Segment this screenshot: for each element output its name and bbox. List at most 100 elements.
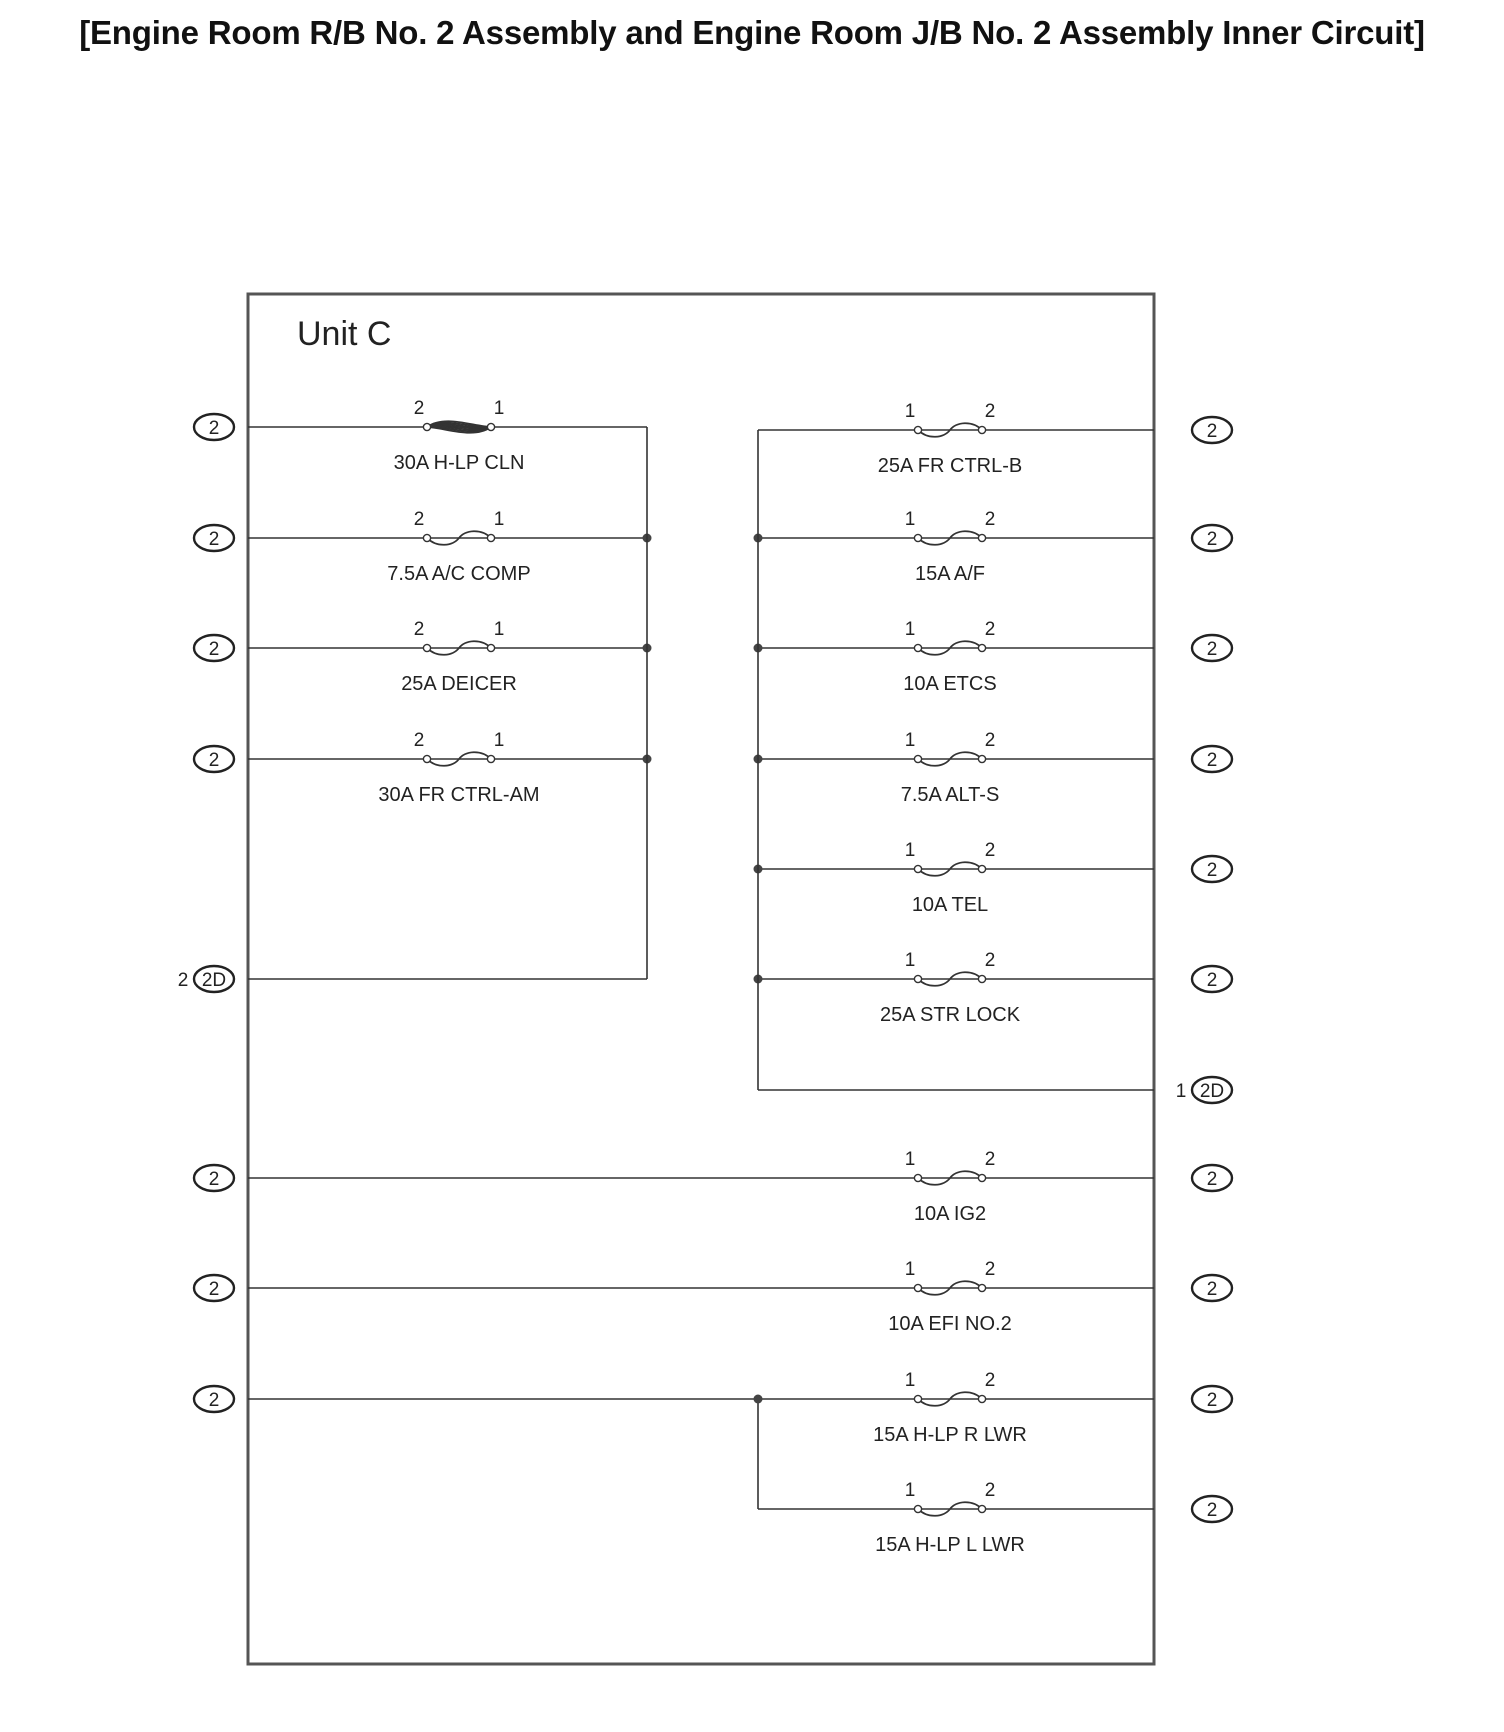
fuse-pin-label: 1 [905,619,916,640]
fuse-pin-label: 1 [905,1480,916,1501]
connector-code: 2 [1207,639,1218,660]
fuse-terminal [486,754,496,764]
connector-pin: 1 [1176,1081,1187,1102]
connector: 2 [1190,523,1234,553]
fuse-pin-label: 1 [905,730,916,751]
fuse-pin-label: 2 [414,619,425,640]
fuse-terminal [913,533,923,543]
fuse-terminal [977,533,987,543]
connector: 2 [1190,854,1234,884]
fuse-label: 10A TEL [912,894,988,916]
connector-oval [1190,854,1234,884]
fuse-terminal [913,754,923,764]
fuse-element [426,426,492,434]
page-title: [Engine Room R/B No. 2 Assembly and Engi… [79,14,1425,51]
fuse-label: 15A H-LP L LWR [875,1534,1025,1556]
fuse-pin-label: 1 [905,1259,916,1280]
fuse-pin-label: 2 [414,730,425,751]
fuse-pin-label: 2 [985,401,996,422]
fuse-pin-label: 1 [905,509,916,530]
fuse-terminal [913,864,923,874]
connector-code: 2 [209,750,220,771]
fuse-element [917,640,983,656]
fuse-terminal [913,1283,923,1293]
fuse-label: 25A FR CTRL-B [878,455,1022,477]
fuse-terminal [977,425,987,435]
connector: 2D2 [178,964,236,994]
connector-code: 2 [209,418,220,439]
fuse-pin-label: 2 [985,950,996,971]
fuse-terminal [913,1173,923,1183]
fuse-terminal [486,422,496,432]
connector-code: 2 [1207,1279,1218,1300]
unit-label: Unit C [297,315,391,353]
connector-code: 2 [209,1279,220,1300]
connector-code: 2 [1207,970,1218,991]
connector-oval [192,744,236,774]
connector-oval [1190,523,1234,553]
fuse-element [426,530,492,546]
connector-code: 2D [1200,1081,1224,1102]
connector: 2 [1190,744,1234,774]
fuse-terminal [913,643,923,653]
fuse-pin-label: 2 [414,509,425,530]
connector: 2 [1190,415,1234,445]
fuse-terminal [977,864,987,874]
fuse-terminal [913,974,923,984]
fuse-terminal [977,643,987,653]
fuse-element [917,1391,983,1407]
fuse-element [917,1501,983,1517]
connector-oval [192,523,236,553]
fuse-element [917,971,983,987]
fuse-terminal [977,1283,987,1293]
fuse-terminal [486,533,496,543]
fuse-pin-label: 2 [985,730,996,751]
connector-oval [1190,1494,1234,1524]
connector: 2 [192,1384,236,1414]
connector: 2 [1190,1163,1234,1193]
fuse-element [917,1280,983,1296]
connector-oval [192,1163,236,1193]
fuse-terminal [422,422,432,432]
connector: 2 [192,523,236,553]
fuse-label: 30A H-LP CLN [394,452,525,474]
connector-oval [192,633,236,663]
connector-code: 2 [1207,1390,1218,1411]
connector-oval [1190,1163,1234,1193]
connector-code: 2 [209,529,220,550]
fuse-label: 25A STR LOCK [880,1004,1021,1026]
fuse-terminal [977,1173,987,1183]
fuse-pin-label: 1 [494,619,505,640]
connector: 2 [192,744,236,774]
fuse-element [426,640,492,656]
junction-dot [753,1394,763,1404]
fuse-terminal [422,643,432,653]
wires-layer [248,426,1154,1510]
fuse-label: 15A A/F [915,563,985,585]
fuse-label: 25A DEICER [401,673,517,695]
fuse-label: 10A EFI NO.2 [888,1313,1011,1335]
connector-oval [192,1384,236,1414]
fuse: 1 2 15A A/F [905,509,996,585]
fuse-terminal [977,754,987,764]
fuse-pin-label: 1 [494,730,505,751]
connector-oval [1190,1384,1234,1414]
connector-oval [1190,1273,1234,1303]
connector: 2 [1190,1384,1234,1414]
connector-code: 2 [209,639,220,660]
connector-pin: 2 [178,970,189,991]
fuse-label: 10A ETCS [903,673,996,695]
fuses-layer: 2 1 30A H-LP CLN 2 1 7.5A A/C COMP 2 1 25A DEICE… [378,398,1026,1556]
connector-oval [1190,1075,1234,1105]
fuse-label: 7.5A A/C COMP [387,563,530,585]
fuse-pin-label: 2 [985,509,996,530]
fuse-terminal [913,425,923,435]
connector: 2 [1190,1273,1234,1303]
